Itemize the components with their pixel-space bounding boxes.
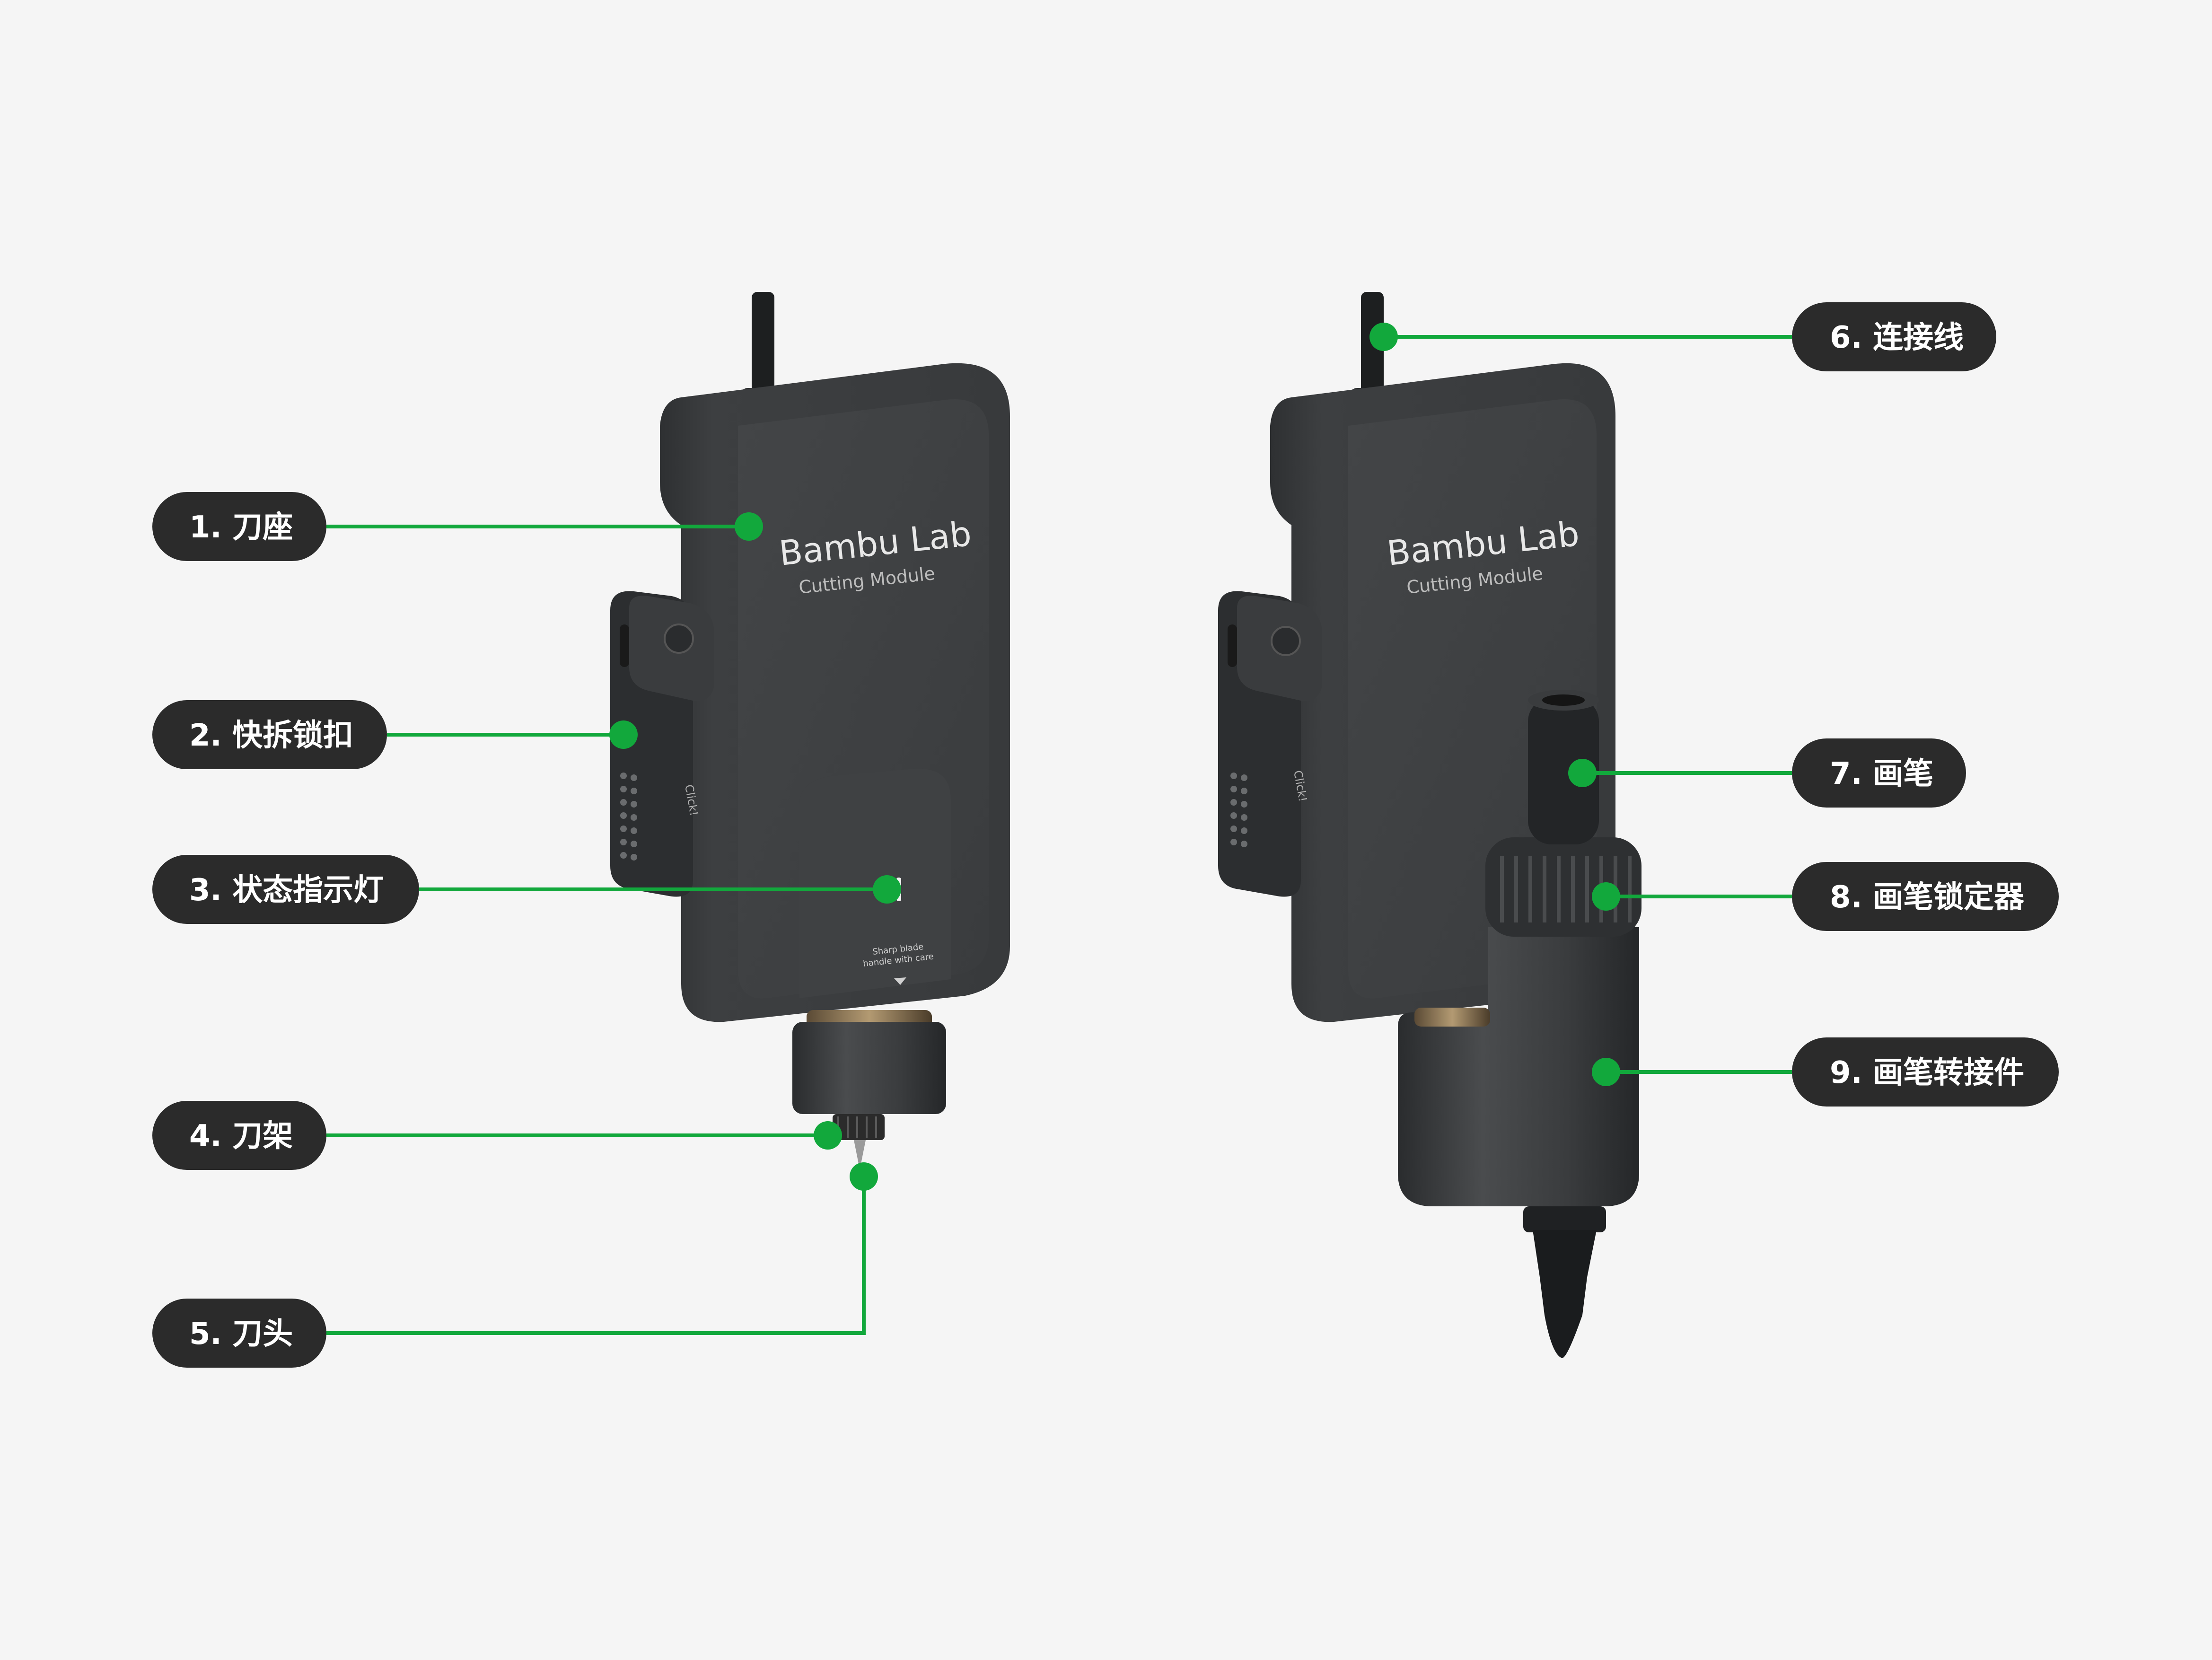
pen-adapter xyxy=(1398,927,1639,1206)
latch-slot xyxy=(1228,624,1237,667)
callout-label-7: 7. 画笔 xyxy=(1792,738,1966,808)
brass-ring xyxy=(1414,1008,1490,1027)
pen-cap-hole xyxy=(1542,694,1585,706)
leader-line-5 xyxy=(326,1177,866,1335)
callout-label-2: 2. 快拆锁扣 xyxy=(152,700,387,769)
callout-label-8: 8. 画笔锁定器 xyxy=(1792,862,2059,931)
cutting-module-blade-view: Click! Bambu Lab Cutting Module Sharp bl… xyxy=(610,292,1010,1164)
svg-text:3. 状态指示灯: 3. 状态指示灯 xyxy=(189,873,384,908)
callout-dot-7 xyxy=(1568,759,1597,787)
latch-grip-dots xyxy=(620,773,637,861)
callout-label-9: 9. 画笔转接件 xyxy=(1792,1037,2059,1107)
callout-label-1: 1. 刀座 xyxy=(152,492,326,561)
leader-lines xyxy=(326,335,1792,1335)
blade-holder xyxy=(792,1022,946,1114)
callout-label-6: 6. 连接线 xyxy=(1792,302,1996,371)
callout-label-4: 4. 刀架 xyxy=(152,1101,326,1170)
callout-dot-4 xyxy=(814,1121,842,1150)
latch-grip-dots xyxy=(1230,773,1247,847)
svg-text:2. 快拆锁扣: 2. 快拆锁扣 xyxy=(189,718,353,753)
callout-dot-6 xyxy=(1369,323,1398,351)
callout-dot-1 xyxy=(735,512,763,541)
warning-arrow-icon xyxy=(894,977,906,985)
latch-pivot xyxy=(1271,626,1301,656)
svg-text:8. 画笔锁定器: 8. 画笔锁定器 xyxy=(1830,880,2025,915)
pen-cap xyxy=(1528,698,1599,844)
svg-text:9. 画笔转接件: 9. 画笔转接件 xyxy=(1830,1055,2024,1090)
svg-text:7. 画笔: 7. 画笔 xyxy=(1830,756,1933,791)
callout-dot-3 xyxy=(873,875,901,904)
cutting-module-pen-view: Click! Bambu Lab Cutting Module xyxy=(1218,292,1641,1358)
blade-knurl-lines xyxy=(837,1116,877,1138)
svg-text:5. 刀头: 5. 刀头 xyxy=(189,1317,293,1352)
blade-tip xyxy=(854,1140,866,1164)
blade-knurl xyxy=(833,1114,885,1140)
callout-dot-8 xyxy=(1592,882,1620,911)
svg-text:1. 刀座: 1. 刀座 xyxy=(189,510,293,545)
callout-label-5: 5. 刀头 xyxy=(152,1299,326,1368)
callout-dot-2 xyxy=(609,720,638,749)
connection-cable xyxy=(752,292,774,396)
pen-lock-ring xyxy=(1485,837,1641,937)
svg-text:4. 刀架: 4. 刀架 xyxy=(189,1119,293,1154)
callout-dot-5 xyxy=(850,1162,878,1191)
latch-slot xyxy=(620,624,629,667)
svg-text:6. 连接线: 6. 连接线 xyxy=(1830,320,1964,355)
latch-pivot xyxy=(664,624,694,654)
pen-collar xyxy=(1523,1206,1606,1232)
pen-tip xyxy=(1533,1230,1597,1358)
callout-dots xyxy=(609,323,1620,1191)
callout-label-3: 3. 状态指示灯 xyxy=(152,855,419,924)
callout-dot-9 xyxy=(1592,1058,1620,1086)
